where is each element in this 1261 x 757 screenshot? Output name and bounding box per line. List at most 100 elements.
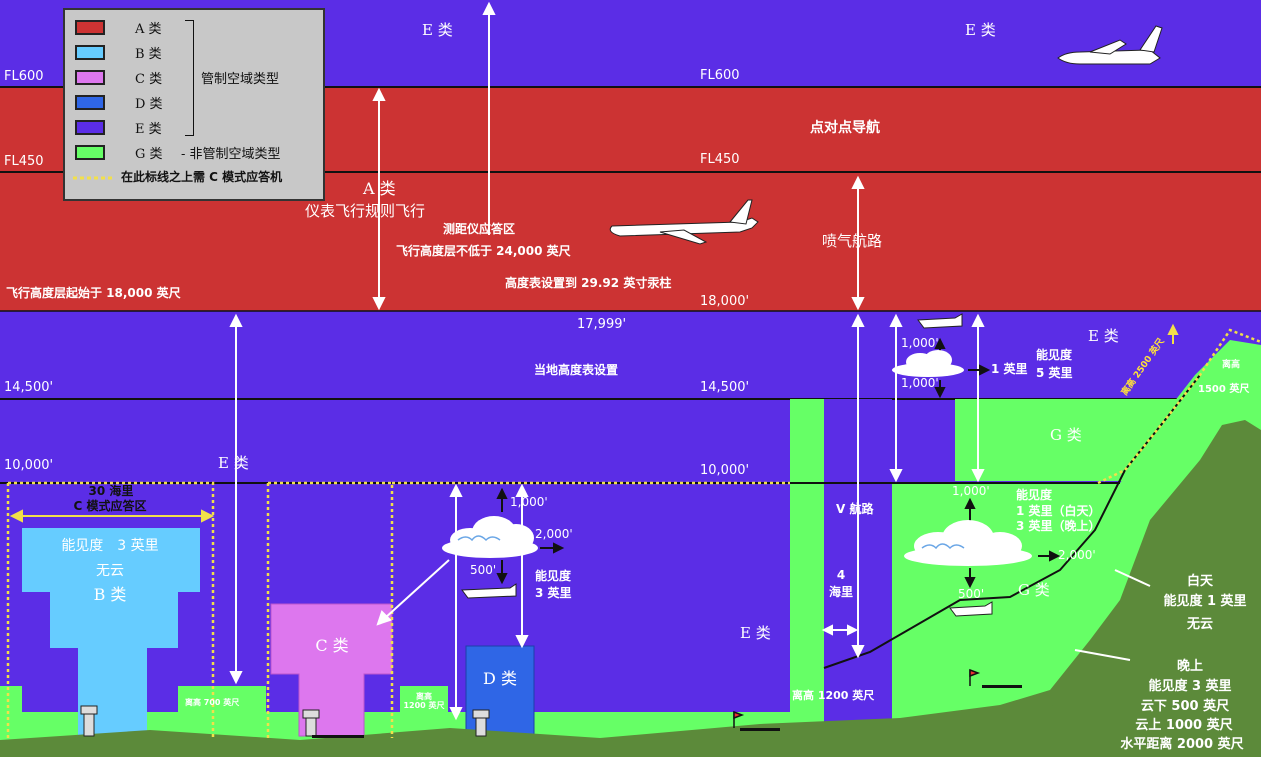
day-no-clouds-label: 无云 — [1186, 617, 1213, 632]
flight-levels-start-label: 飞行高度层起始于 18,000 英尺 — [6, 286, 181, 300]
control-towers — [80, 705, 490, 737]
g-ground-bump-3 — [400, 686, 448, 716]
e-class-mid-right: E 类 — [1088, 327, 1119, 345]
b-30nm-label: 30 海里 — [88, 484, 134, 498]
ridge-arrow — [1167, 323, 1179, 344]
upper-visibility-label: 能见度 5 英里 — [1036, 348, 1073, 380]
legend-controlled-label: 管制空域类型 — [201, 72, 280, 87]
airliner — [609, 199, 759, 245]
night-above-label: 云上 1000 英尺 — [1135, 718, 1233, 733]
class-b-label: B 类 — [93, 585, 127, 604]
airport-flags — [733, 668, 981, 728]
legend-swatch-g — [75, 145, 105, 160]
mode-c-dotted-lines — [6, 328, 1261, 738]
b-visibility-label: 能见度 3 英里 — [61, 538, 159, 554]
legend-swatch-c — [75, 70, 105, 85]
peak-agl-label: 离高 — [1222, 360, 1241, 370]
cloud-g-region — [904, 520, 1032, 566]
mountain — [1000, 420, 1261, 757]
ifr-label: 仪表飞行规则飞行 — [305, 202, 426, 220]
legend-item-a: A 类 — [135, 22, 162, 37]
class-c-label: C 类 — [315, 636, 349, 655]
legend-swatch-d — [75, 95, 105, 110]
agl-700-label: 离高 700 英尺 — [185, 698, 240, 707]
day-visibility-label: 能见度 1 英里 — [1163, 594, 1247, 609]
agl-1200-label: 离高 1200 英尺 — [792, 689, 875, 702]
point-to-point-label: 点对点导航 — [810, 120, 880, 136]
ft10000-label-mid: 10,000' — [700, 463, 750, 478]
g-ground-bump-2 — [178, 686, 266, 716]
legend-dotted-swatch — [73, 176, 115, 180]
class-d-label: D 类 — [483, 669, 517, 688]
jet-routes-label: 喷气航路 — [822, 232, 883, 250]
legend-swatch-a — [75, 20, 105, 35]
cloud-horiz-2000-label: 2,000' — [535, 527, 573, 541]
night-visibility-label: 能见度 3 英里 — [1148, 679, 1232, 694]
ft14500-label-left: 14,500' — [4, 380, 54, 395]
agl-1200-small-label: 离高 1200 英尺 — [403, 692, 445, 711]
runways — [312, 685, 1022, 738]
b-30nm-arrow — [9, 509, 215, 523]
night-below-label: 云下 500 英尺 — [1140, 699, 1230, 714]
space-shuttle — [1057, 25, 1163, 65]
fl600-label-mid: FL600 — [700, 68, 740, 83]
ft18000-label: 18,000' — [700, 294, 750, 309]
dme-zone-label: 测距仪应答区 — [443, 222, 516, 236]
cloud-upper-right — [892, 350, 964, 377]
g-left-of-vairway — [790, 399, 824, 739]
ft10000-label-left: 10,000' — [4, 458, 54, 473]
upper-above-1000-label: 1,000' — [901, 336, 939, 350]
legend-swatch-e — [75, 120, 105, 135]
e-class-low-center: E 类 — [740, 624, 771, 642]
ground-hills — [0, 690, 1061, 757]
legend-transponder-label: 在此标线之上需 C 模式应答机 — [121, 170, 283, 184]
b-no-clouds-label: 无云 — [96, 563, 124, 579]
legend-item-e: E 类 — [135, 122, 162, 137]
g-class-upper-label: G 类 — [1050, 426, 1082, 444]
ft17999-label: 17,999' — [577, 317, 627, 332]
fl450-label-mid: FL450 — [700, 152, 740, 167]
legend-item-g: G 类 — [135, 147, 163, 162]
e-class-top-right: E 类 — [965, 21, 996, 39]
e-class-left-column: E 类 — [218, 454, 249, 472]
upper-below-1000-label: 1,000' — [901, 376, 939, 390]
legend: A 类 B 类 C 类 D 类 E 类 G 类 管制空域类型 - 非管制空域类型… — [63, 8, 325, 201]
night-horizontal-label: 水平距离 2000 英尺 — [1120, 737, 1244, 752]
v-airway-label: V 航路 — [836, 502, 874, 516]
class-b-shape — [22, 528, 200, 736]
cloud-above-1000-label: 1,000' — [510, 495, 548, 509]
g-cloud-below-500-label: 500' — [958, 587, 985, 601]
legend-item-d: D 类 — [135, 97, 163, 112]
legend-item-b: B 类 — [135, 47, 162, 62]
class-a-label: A 类 — [363, 179, 396, 198]
fl24000-label: 飞行高度层不低于 24,000 英尺 — [396, 244, 571, 258]
white-arrows — [229, 1, 1151, 721]
upper-1mi-label: 1 英里 — [991, 362, 1028, 376]
e-class-top-left: E 类 — [422, 21, 453, 39]
local-altimeter-label: 当地高度表设置 — [534, 363, 619, 377]
cloud-vis-3mi-label: 能见度 3 英里 — [535, 569, 572, 601]
g-visibility-label: 能见度 1 英里（白天） 3 英里（晚上） — [1016, 488, 1101, 534]
fl450-label-left: FL450 — [4, 154, 44, 169]
altimeter-2992-label: 高度表设置到 29.92 英寸汞柱 — [505, 276, 672, 290]
g-cloud-horiz-2000-label: 2,000' — [1058, 548, 1096, 562]
g-ground-bump-1 — [0, 686, 22, 716]
g-cloud-above-1000-label: 1,000' — [952, 484, 990, 498]
g-class-lower-label: G 类 — [1018, 581, 1050, 599]
fl600-label-left: FL600 — [4, 69, 44, 84]
b-mode-c-label: C 模式应答区 — [73, 499, 147, 513]
cloud-below-500-label: 500' — [470, 563, 497, 577]
legend-item-c: C 类 — [135, 72, 163, 87]
cloud-left — [442, 516, 538, 558]
four-nm-label: 4 海里 — [828, 568, 853, 599]
ft14500-label-mid: 14,500' — [700, 380, 750, 395]
peak-1500-label: 1500 英尺 — [1198, 384, 1250, 395]
legend-brace — [185, 20, 194, 136]
cloud-clearance-arrows — [496, 337, 1061, 589]
legend-swatch-b — [75, 45, 105, 60]
small-aircraft-icons — [461, 313, 993, 617]
night-title-label: 晚上 — [1176, 659, 1203, 674]
legend-uncontrolled-label: - 非管制空域类型 — [181, 147, 281, 162]
